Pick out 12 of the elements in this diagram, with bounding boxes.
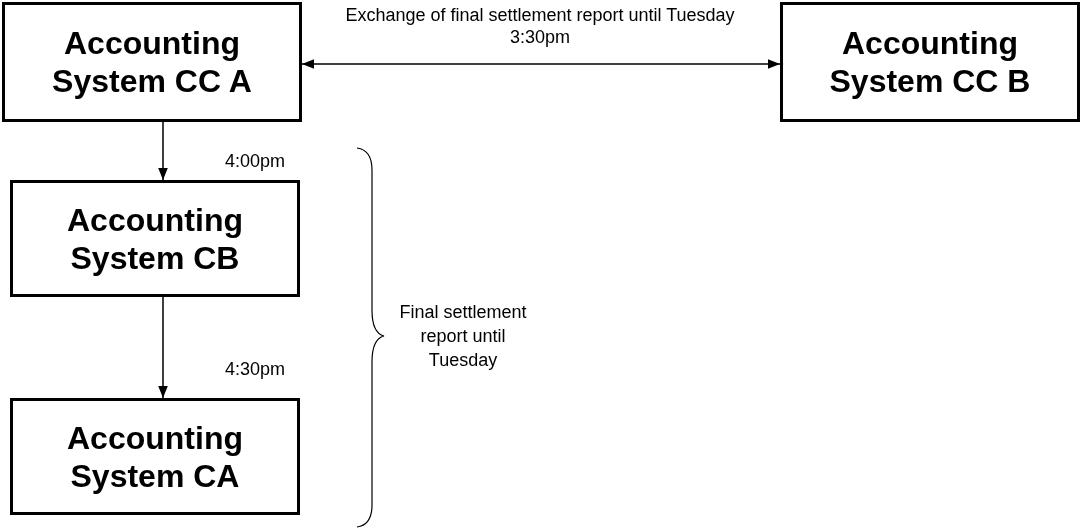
system-name: Accounting System CC B (828, 24, 1032, 100)
system-name: Accounting System CA (66, 418, 244, 495)
arrow (158, 121, 168, 181)
system-name: Accounting System CC A (51, 24, 253, 100)
note-text: Final settlement report until Tuesday (398, 301, 528, 372)
arrow (158, 296, 168, 399)
arrow (301, 59, 781, 69)
system-box (10, 398, 300, 515)
system-box (780, 2, 1080, 122)
system-box (2, 2, 302, 122)
system-box (10, 180, 300, 297)
system-name: Accounting System CB (66, 200, 244, 277)
